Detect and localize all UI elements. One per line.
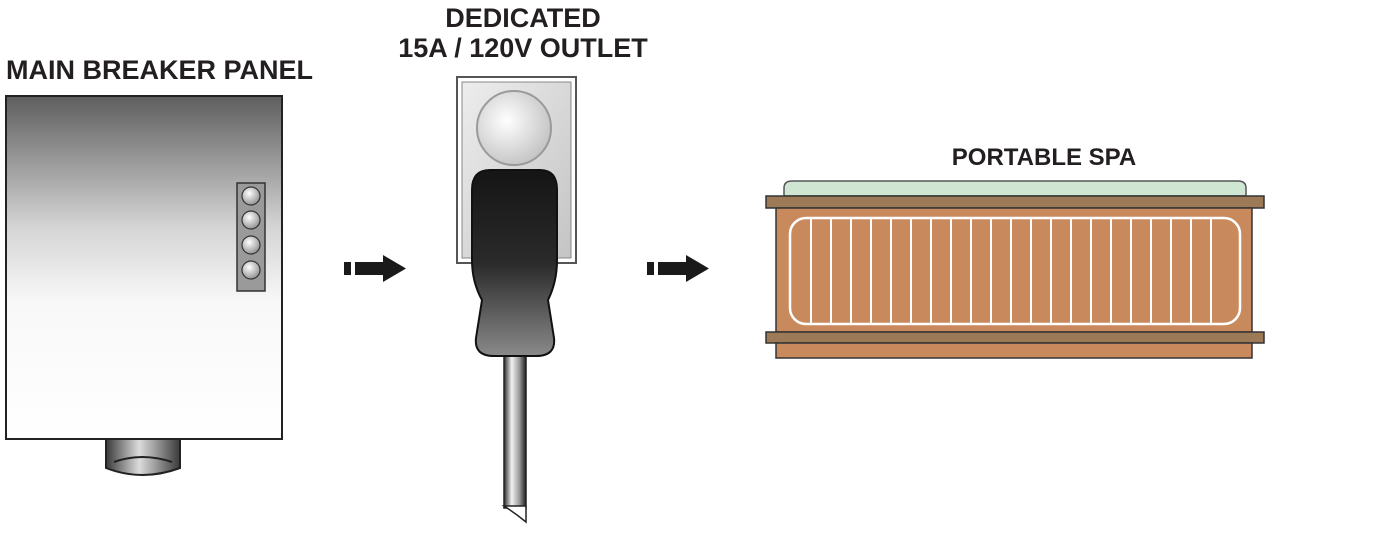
spa-top-trim: [765, 195, 1265, 209]
main-breaker-panel-label: MAIN BREAKER PANEL: [6, 55, 314, 85]
breaker-panel-icon: [5, 95, 283, 476]
spa-base: [775, 342, 1253, 359]
outlet-label-line2: 15A / 120V OUTLET: [398, 33, 648, 64]
outlet-label: DEDICATED 15A / 120V OUTLET: [340, 3, 706, 63]
portable-spa-label: PORTABLE SPA: [951, 144, 1137, 171]
spa-panel-outline: [788, 216, 1242, 326]
arrow-right-icon: [647, 255, 709, 282]
outlet-socket: [476, 90, 552, 166]
spa-panel-slats: [810, 219, 1212, 324]
breaker-strip: [236, 182, 266, 292]
plug-icon: [471, 169, 558, 524]
portable-spa-icon: [765, 180, 1265, 359]
plug-body: [471, 169, 558, 357]
arrow-right-icon: [344, 255, 406, 282]
outlet-label-line1: DEDICATED: [445, 3, 601, 33]
power-cord: [503, 349, 527, 509]
spa-cabinet: [775, 207, 1253, 333]
spa-base-trim: [765, 331, 1265, 344]
spa-cover: [783, 180, 1247, 197]
panel-box: [5, 95, 283, 440]
